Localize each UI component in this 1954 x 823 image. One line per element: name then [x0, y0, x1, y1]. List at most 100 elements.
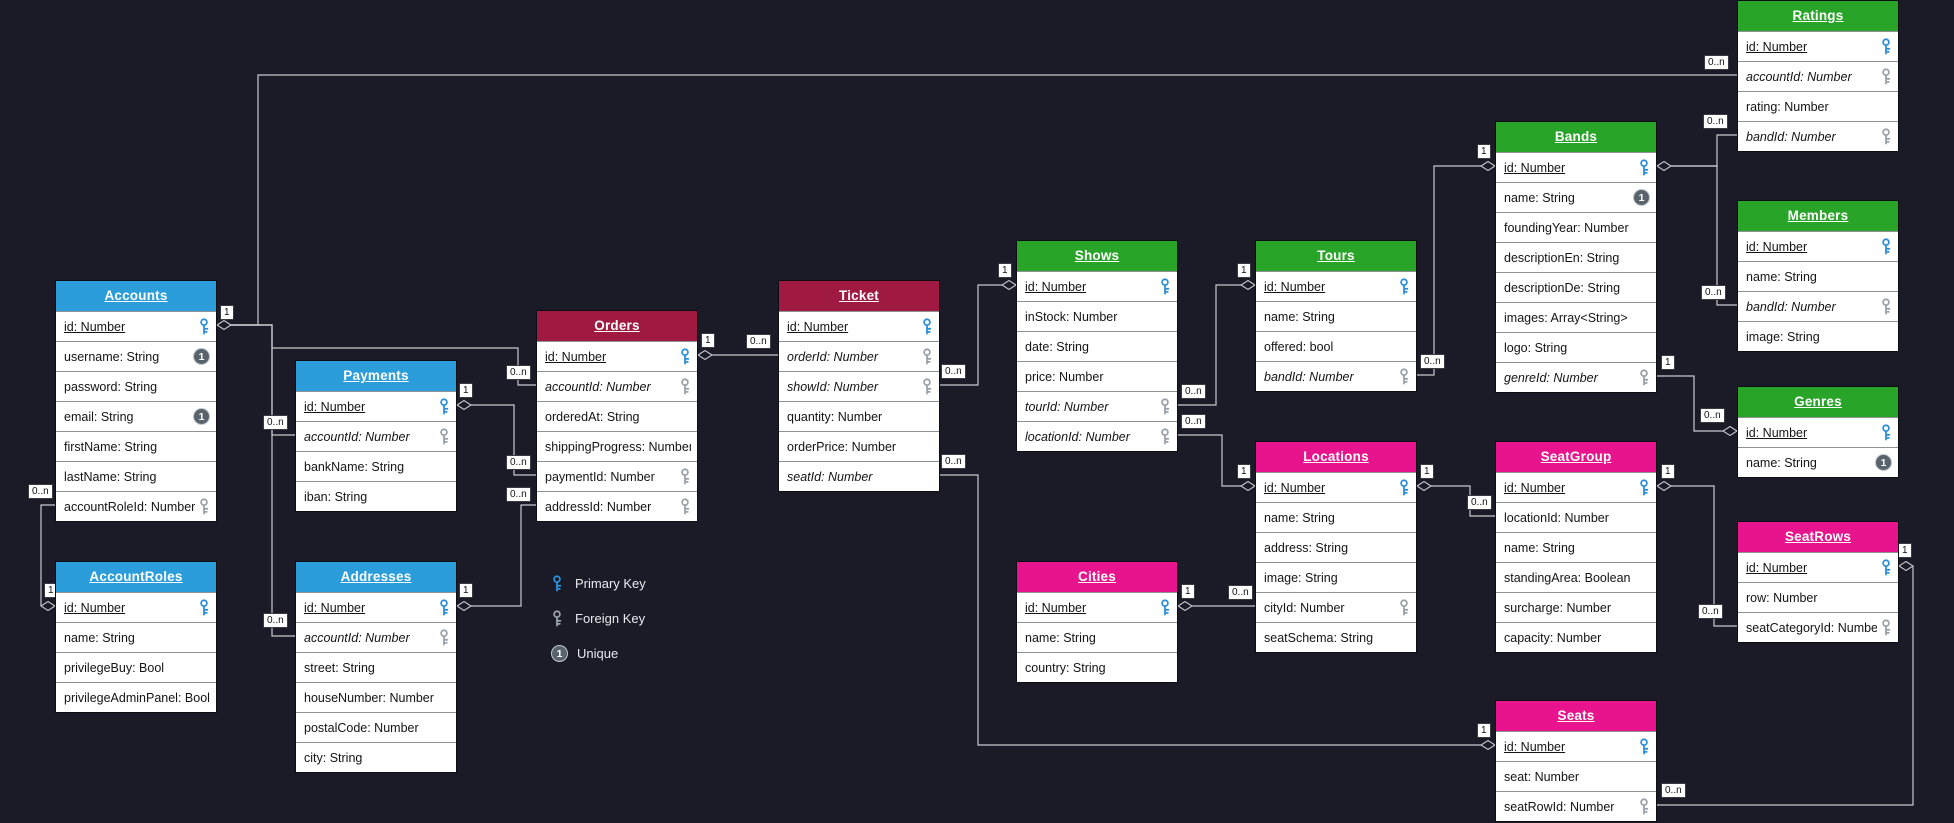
table-title[interactable]: Accounts [56, 281, 216, 311]
field-row[interactable]: bandId: Number [1256, 361, 1416, 391]
field-row[interactable]: rating: Number [1738, 91, 1898, 121]
relationship-line-orders-paymentid-to-payments[interactable] [471, 404, 536, 476]
field-row[interactable]: country: String [1017, 652, 1177, 682]
field-row[interactable]: id: Number [56, 311, 216, 341]
field-row[interactable]: houseNumber: Number [296, 682, 456, 712]
field-row[interactable]: id: Number [1738, 552, 1898, 582]
relationship-line-accounts-accountroleid-to-accountroles[interactable] [40, 504, 55, 606]
field-row[interactable]: bankName: String [296, 451, 456, 481]
field-row[interactable]: id: Number [1496, 472, 1656, 502]
field-row[interactable]: id: Number [1496, 731, 1656, 761]
field-row[interactable]: shippingProgress: Number [537, 431, 697, 461]
field-row[interactable]: seat: Number [1496, 761, 1656, 791]
field-row[interactable]: seatCategoryId: Number [1738, 612, 1898, 642]
relationship-line-ticket-seatid-to-seats[interactable] [940, 474, 1481, 746]
field-row[interactable]: paymentId: Number [537, 461, 697, 491]
field-row[interactable]: id: Number [56, 592, 216, 622]
field-row[interactable]: foundingYear: Number [1496, 212, 1656, 242]
field-row[interactable]: descriptionEn: String [1496, 242, 1656, 272]
table-title[interactable]: Seats [1496, 701, 1656, 731]
field-row[interactable]: id: Number [779, 311, 939, 341]
field-row[interactable]: id: Number [1496, 152, 1656, 182]
field-row[interactable]: id: Number [1256, 472, 1416, 502]
field-row[interactable]: city: String [296, 742, 456, 772]
relationship-line-seatrows-seatcategoryid-to-seatgroup[interactable] [1671, 485, 1737, 627]
field-row[interactable]: accountId: Number [1738, 61, 1898, 91]
field-row[interactable]: images: Array<String> [1496, 302, 1656, 332]
table-title[interactable]: Ticket [779, 281, 939, 311]
field-row[interactable]: quantity: Number [779, 401, 939, 431]
field-row[interactable]: seatSchema: String [1256, 622, 1416, 652]
relationship-line-orders-accountid-to-accounts[interactable] [231, 324, 536, 386]
relationship-line-members-bandid-to-bands[interactable] [1671, 165, 1737, 306]
field-row[interactable]: name: String [56, 622, 216, 652]
relationship-line-orders-addressid-to-addresses[interactable] [471, 504, 536, 607]
table-title[interactable]: Tours [1256, 241, 1416, 271]
table-title[interactable]: Payments [296, 361, 456, 391]
table-title[interactable]: Bands [1496, 122, 1656, 152]
field-row[interactable]: date: String [1017, 331, 1177, 361]
relationship-line-ratings-bandid-to-bands[interactable] [1671, 134, 1737, 167]
field-row[interactable]: address: String [1256, 532, 1416, 562]
field-row[interactable]: firstName: String [56, 431, 216, 461]
field-row[interactable]: offered: bool [1256, 331, 1416, 361]
table-title[interactable]: Addresses [296, 562, 456, 592]
relationship-line-bands-genreid-to-genres[interactable] [1657, 375, 1723, 432]
table-title[interactable]: SeatGroup [1496, 442, 1656, 472]
table-title[interactable]: Shows [1017, 241, 1177, 271]
field-row[interactable]: id: Number [1738, 417, 1898, 447]
field-row[interactable]: name: String [1256, 301, 1416, 331]
field-row[interactable]: logo: String [1496, 332, 1656, 362]
table-title[interactable]: Orders [537, 311, 697, 341]
field-row[interactable]: street: String [296, 652, 456, 682]
relationship-line-tours-bandid-to-bands[interactable] [1417, 165, 1481, 376]
field-row[interactable]: surcharge: Number [1496, 592, 1656, 622]
table-title[interactable]: Genres [1738, 387, 1898, 417]
field-row[interactable]: price: Number [1017, 361, 1177, 391]
field-row[interactable]: locationId: Number [1496, 502, 1656, 532]
field-row[interactable]: id: Number [1017, 592, 1177, 622]
field-row[interactable]: bandId: Number [1738, 121, 1898, 151]
field-row[interactable]: password: String [56, 371, 216, 401]
field-row[interactable]: orderId: Number [779, 341, 939, 371]
field-row[interactable]: privilegeBuy: Bool [56, 652, 216, 682]
field-row[interactable]: addressId: Number [537, 491, 697, 521]
field-row[interactable]: id: Number [1017, 271, 1177, 301]
field-row[interactable]: seatRowId: Number [1496, 791, 1656, 821]
table-title[interactable]: Ratings [1738, 1, 1898, 31]
table-title[interactable]: Cities [1017, 562, 1177, 592]
field-row[interactable]: inStock: Number [1017, 301, 1177, 331]
relationship-line-addresses-accountid-to-accounts[interactable] [231, 324, 295, 637]
field-row[interactable]: orderPrice: Number [779, 431, 939, 461]
field-row[interactable]: id: Number [537, 341, 697, 371]
table-title[interactable]: Locations [1256, 442, 1416, 472]
field-row[interactable]: cityId: Number [1256, 592, 1416, 622]
relationship-line-shows-tourid-to-tours[interactable] [1178, 284, 1241, 406]
relationship-line-seats-seatrowid-to-seatrows[interactable] [1657, 566, 1914, 806]
field-row[interactable]: standingArea: Boolean [1496, 562, 1656, 592]
field-row[interactable]: name: String [1017, 622, 1177, 652]
field-row[interactable]: name: String [1496, 532, 1656, 562]
field-row[interactable]: showId: Number [779, 371, 939, 401]
field-row[interactable]: accountId: Number [537, 371, 697, 401]
field-row[interactable]: id: Number [1738, 231, 1898, 261]
field-row[interactable]: accountId: Number [296, 622, 456, 652]
field-row[interactable]: orderedAt: String [537, 401, 697, 431]
